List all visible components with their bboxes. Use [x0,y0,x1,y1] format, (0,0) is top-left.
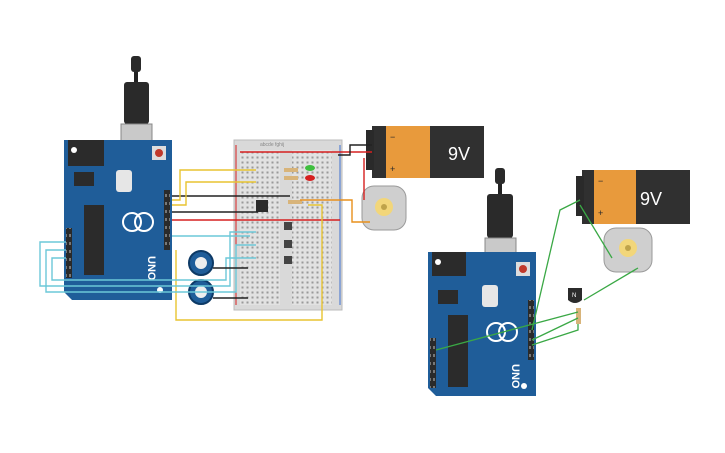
microcontroller-chip-right [448,315,468,387]
arduino-uno-left[interactable]: UNO [64,56,172,300]
wire-green-4 [531,317,579,341]
potentiometer-knob-1 [195,257,207,269]
mounting-hole-right-2 [521,383,527,389]
battery-label-left [386,126,430,178]
battery-plus-left: + [390,164,395,174]
battery-voltage-right: 9V [640,189,662,209]
battery-terminal-left [366,130,374,170]
resistor-2[interactable] [284,176,298,180]
led-red[interactable] [305,175,315,181]
wire-cyan-2 [45,244,256,293]
battery-minus-right: − [598,176,603,186]
right-circuit: UNO 9V − + N [428,168,690,396]
wire-cyan-3 [51,257,256,281]
microcontroller-chip-left [84,205,104,275]
wire-yellow-1 [172,169,256,201]
breadboard-label: abcde fghij [260,142,284,148]
ic-chip[interactable] [256,200,268,212]
usb-cable-plug [124,82,149,124]
resistor-right[interactable] [576,308,581,324]
wire-orange-motor [300,199,370,223]
power-jack-left [68,140,104,166]
arduino-brand-right: UNO [509,364,521,389]
arduino-logo-right-b [498,322,518,342]
header-digital-right[interactable] [528,300,534,360]
battery-terminal-right [576,176,584,216]
battery-plus-right: + [598,208,603,218]
motor-shaft-left [381,204,387,210]
wire-green-6 [531,324,579,346]
arduino-logo-left [122,212,142,232]
wire-yellow-3 [175,204,323,321]
dc-motor-right[interactable] [603,227,653,273]
mounting-hole-right-1 [435,259,441,265]
wires-right [435,199,639,351]
breadboard-left[interactable]: abcde fghij [233,139,343,311]
battery-voltage-left: 9V [448,144,470,164]
usb-cable-plug-right [487,194,513,238]
push-button-2[interactable] [284,240,292,248]
usb-cable-plug-tip [131,56,141,72]
capacitor-left [116,170,132,192]
led-green[interactable] [305,165,315,171]
battery-9v-right[interactable]: 9V − + [576,170,690,224]
dc-motor-left[interactable] [361,185,407,231]
header-analog-right[interactable] [430,338,436,388]
resistor-3[interactable] [288,200,302,204]
voltage-regulator-right [438,290,458,304]
battery-minus-left: − [390,132,395,142]
push-button-3[interactable] [284,256,292,264]
potentiometer-1[interactable] [188,250,214,276]
push-button-1[interactable] [284,222,292,230]
battery-9v-left[interactable]: 9V − + [366,126,484,178]
arduino-uno-right[interactable]: UNO [428,168,536,396]
transistor-label: N [572,293,576,299]
reset-button-cap-left [155,149,163,157]
voltage-regulator-left [74,172,94,186]
breadboard-holes-bottom [292,150,332,305]
wire-cyan-1 [39,231,256,287]
resistor-1[interactable] [284,168,298,172]
wire-black-battery [338,144,372,156]
wires-left [39,144,372,321]
wire-green-5 [435,311,579,351]
battery-label-right [594,170,636,224]
header-digital-left[interactable] [164,190,170,250]
motor-shaft-right [625,245,631,251]
usb-cable-plug-tip-right [495,168,505,184]
wire-green-3 [583,267,639,301]
header-analog-left[interactable] [66,228,72,278]
capacitor-right [482,285,498,307]
arduino-brand-left: UNO [145,256,157,281]
breadboard-holes-top [240,150,280,305]
wire-yellow-2 [172,181,256,206]
transistor-npn[interactable]: N [568,288,582,303]
arduino-logo-left-b [134,212,154,232]
reset-button-cap-right [519,265,527,273]
mounting-hole-left-1 [71,147,77,153]
transistor-body [568,288,582,303]
wire-green-1 [531,199,581,331]
left-circuit: UNO abcde fghij [39,56,484,321]
wire-green-2 [579,204,613,259]
